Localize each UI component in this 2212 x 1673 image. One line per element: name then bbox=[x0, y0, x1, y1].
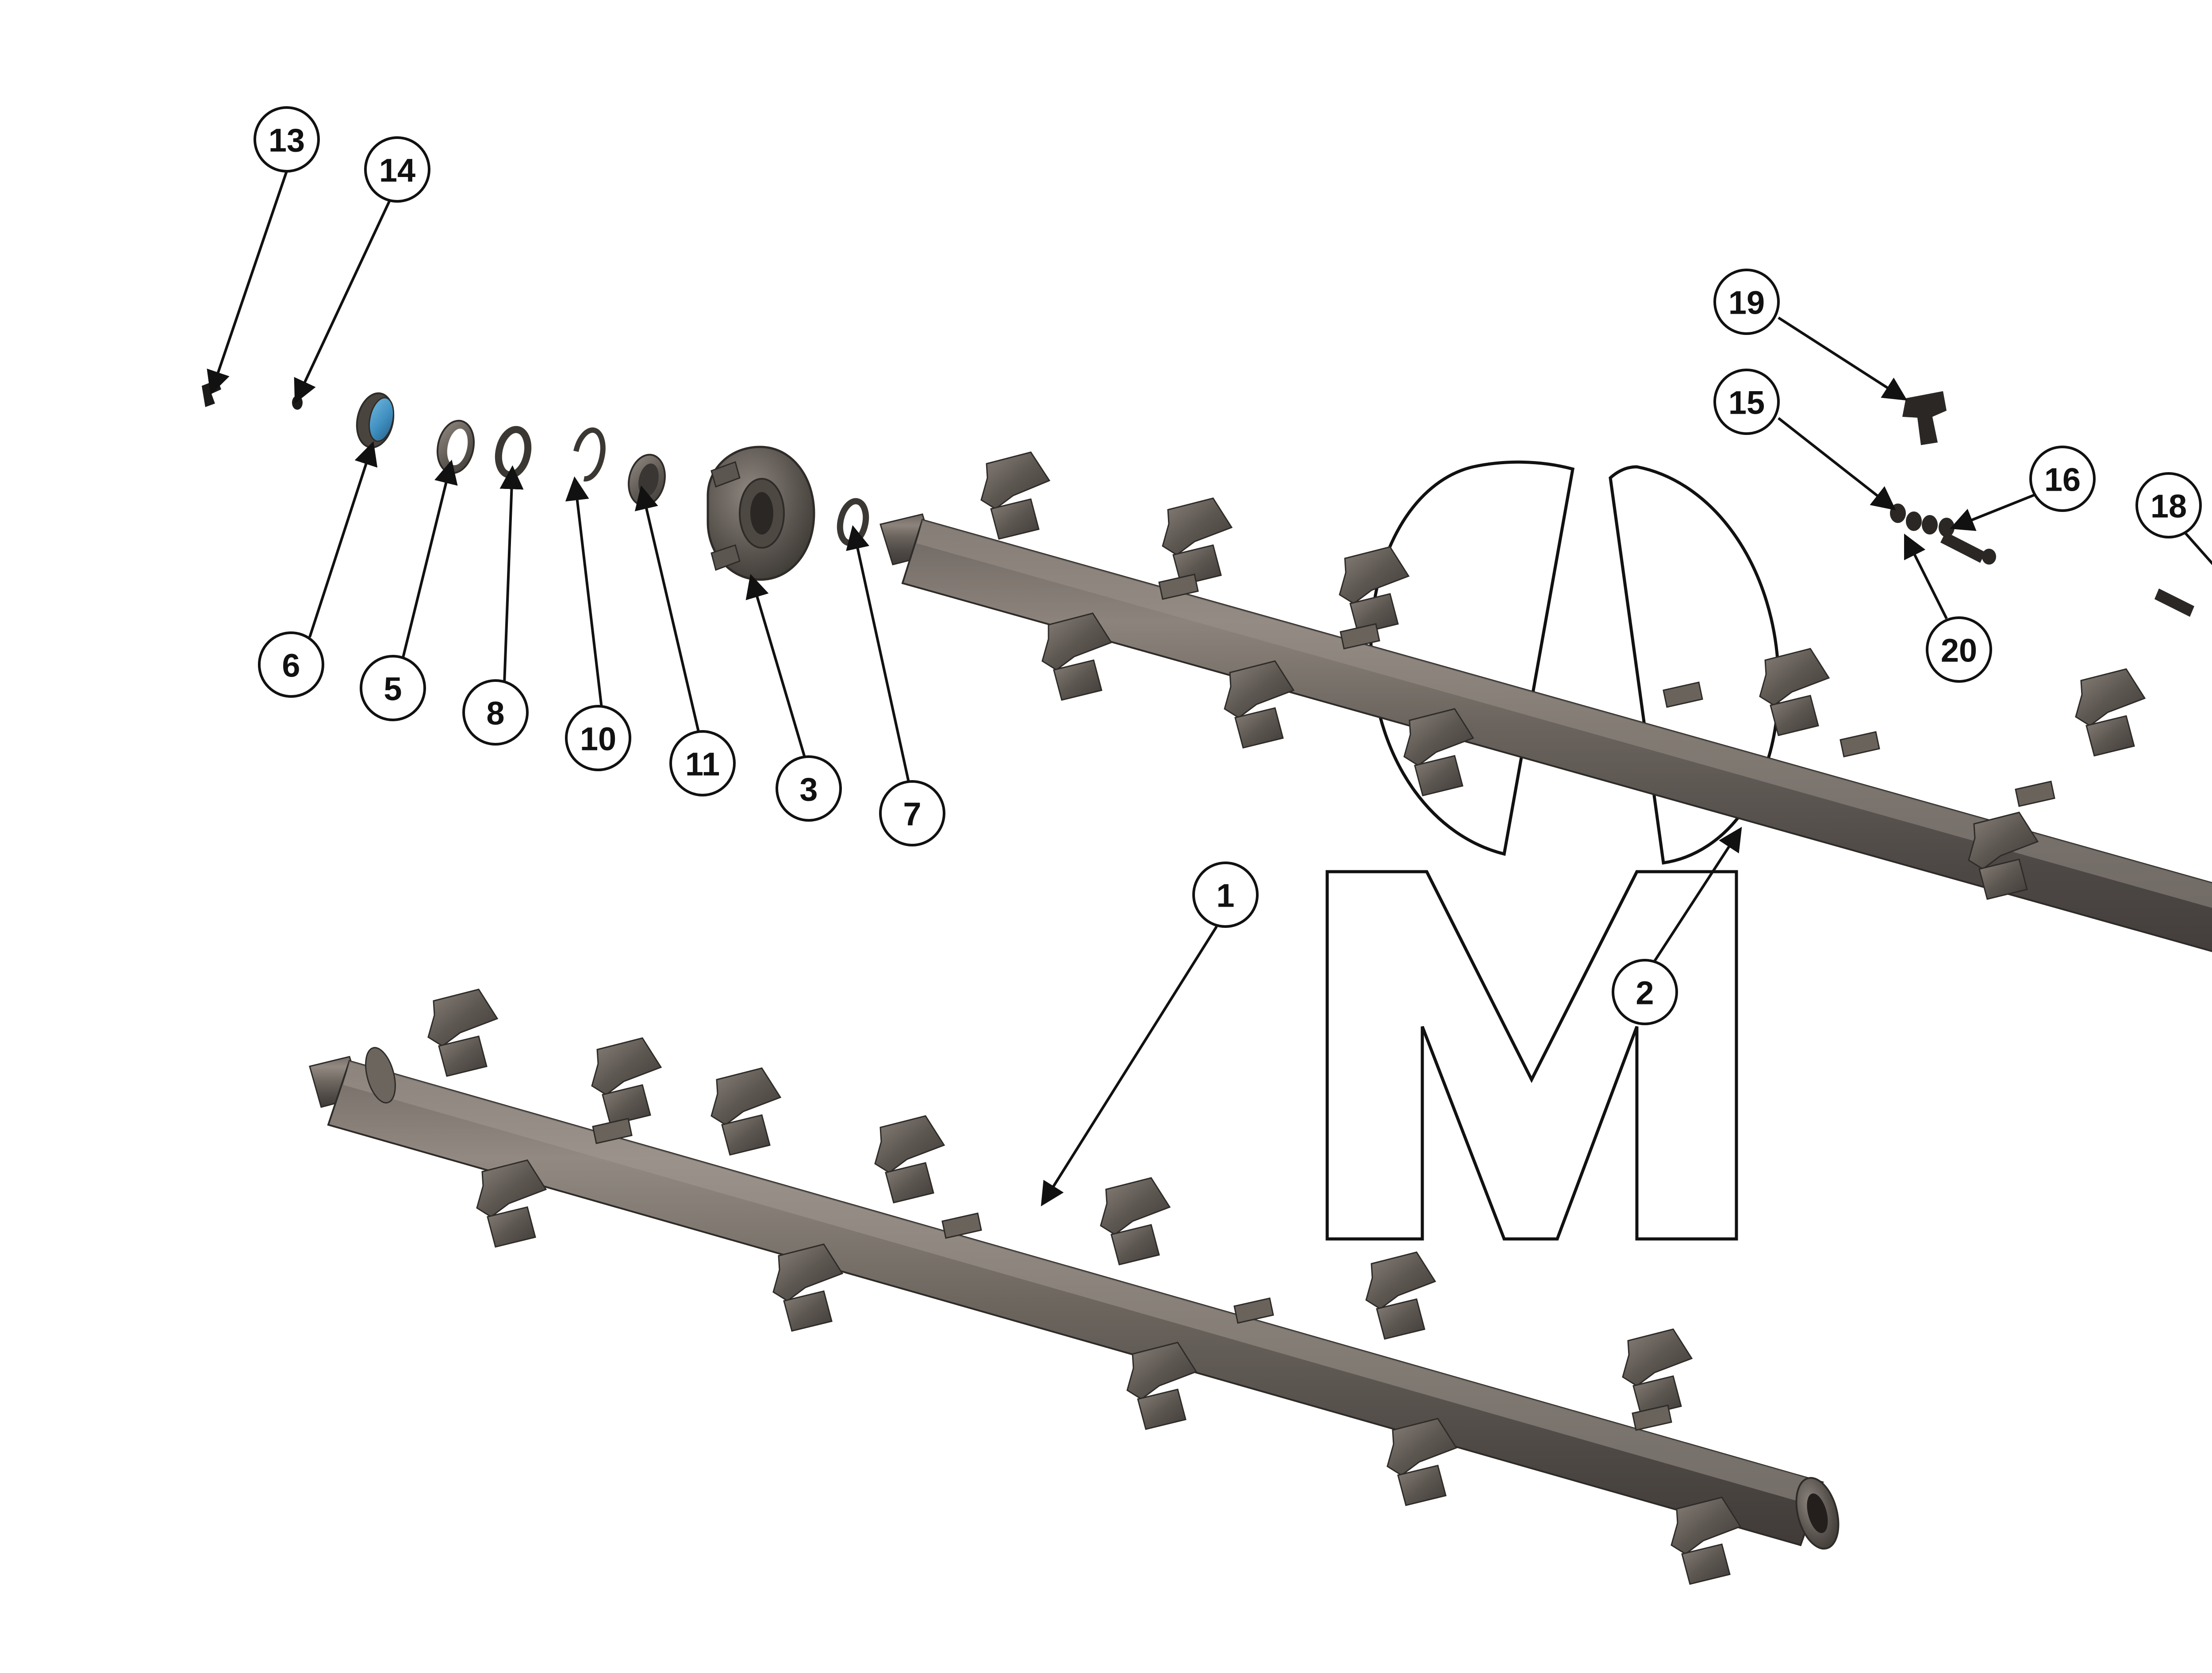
callout-number: 16 bbox=[2044, 462, 2081, 498]
callout-number: 11 bbox=[685, 746, 720, 783]
callout-layer: 1314658101137191516201819172012141374111… bbox=[207, 106, 2212, 1207]
callout-bubble bbox=[2135, 472, 2202, 538]
callout-number: 3 bbox=[799, 771, 818, 808]
callout-6-c6: 6 bbox=[258, 441, 378, 698]
callout-bubble bbox=[565, 705, 631, 771]
leader-line bbox=[2184, 532, 2212, 565]
callout-bubble bbox=[2029, 446, 2096, 512]
leader-line bbox=[1950, 493, 2036, 531]
callout-bubble bbox=[360, 655, 426, 721]
leader-line bbox=[846, 525, 910, 785]
leader-line bbox=[565, 476, 603, 708]
callout-number: 7 bbox=[903, 796, 921, 833]
callout-bubble bbox=[776, 755, 842, 822]
callout-15-c15: 15 bbox=[1713, 369, 1896, 511]
part-6-seal-ring bbox=[356, 392, 395, 449]
leader-line bbox=[308, 441, 378, 638]
part-7-o-ring-left bbox=[837, 498, 869, 546]
callout-bubble bbox=[258, 631, 324, 698]
hardware-cluster bbox=[1890, 391, 2194, 617]
callout-bubble bbox=[1612, 959, 1678, 1025]
leader-line bbox=[207, 171, 288, 395]
callout-8-c8: 8 bbox=[462, 465, 529, 746]
callout-bubble bbox=[253, 106, 320, 173]
callout-bubble bbox=[1713, 269, 1780, 335]
leader-line bbox=[1778, 417, 1896, 511]
callout-7-c7a: 7 bbox=[846, 525, 945, 846]
callout-10-c10a: 10 bbox=[565, 476, 631, 771]
callout-bubble bbox=[1926, 616, 1992, 683]
callout-number: 5 bbox=[384, 671, 402, 708]
part-8-ring bbox=[495, 426, 532, 479]
callout-19-c19a: 19 bbox=[1713, 269, 1908, 401]
callout-1-c1: 1 bbox=[1041, 861, 1259, 1207]
callout-number: 1 bbox=[1216, 877, 1234, 914]
part-13-pin-left bbox=[202, 380, 221, 407]
leader-line bbox=[499, 465, 524, 684]
callout-11-c11a: 11 bbox=[634, 485, 736, 796]
callout-bubble bbox=[669, 730, 736, 796]
part-10-retaining-ring bbox=[573, 427, 606, 482]
leader-line bbox=[745, 574, 806, 759]
leader-line bbox=[294, 200, 391, 404]
callout-bubble bbox=[879, 780, 945, 846]
callout-3-c3: 3 bbox=[745, 574, 842, 822]
callout-5-c5: 5 bbox=[360, 459, 458, 721]
leader-line bbox=[1653, 827, 1742, 962]
callout-14-c14a: 14 bbox=[294, 136, 430, 404]
callout-bubble bbox=[364, 136, 430, 203]
part-5-ring bbox=[436, 419, 475, 474]
callout-number: 10 bbox=[580, 721, 616, 758]
leader-line bbox=[1778, 316, 1908, 401]
callout-13-c13a: 13 bbox=[207, 106, 320, 395]
callout-number: 19 bbox=[1728, 285, 1765, 321]
callout-16-c16: 16 bbox=[1950, 446, 2096, 531]
callout-number: 2 bbox=[1636, 975, 1654, 1011]
callout-number: 8 bbox=[486, 695, 504, 732]
callout-number: 15 bbox=[1728, 385, 1765, 421]
leader-line bbox=[401, 459, 458, 660]
callout-number: 13 bbox=[269, 122, 305, 159]
callout-20-c20a: 20 bbox=[1904, 533, 1992, 683]
callout-number: 20 bbox=[1941, 632, 1977, 669]
callout-2-c2: 2 bbox=[1612, 827, 1742, 1025]
leader-line bbox=[1904, 533, 1948, 619]
roller-shaft-upper bbox=[879, 451, 2212, 952]
part-3-bearing-housing bbox=[707, 446, 815, 581]
callout-bubble bbox=[1192, 861, 1259, 928]
left-seal-parts bbox=[202, 380, 869, 581]
callout-number: 14 bbox=[379, 152, 415, 189]
callout-number: 18 bbox=[2151, 488, 2187, 525]
callout-18-c18: 18 bbox=[2135, 472, 2212, 565]
part-11-bearing bbox=[628, 454, 666, 507]
roller-shaft-lower bbox=[309, 988, 1839, 1585]
callout-bubble bbox=[462, 679, 529, 746]
leader-line bbox=[1041, 926, 1218, 1207]
callout-number: 6 bbox=[282, 647, 300, 684]
leader-line bbox=[634, 485, 700, 734]
callout-bubble bbox=[1713, 369, 1780, 435]
